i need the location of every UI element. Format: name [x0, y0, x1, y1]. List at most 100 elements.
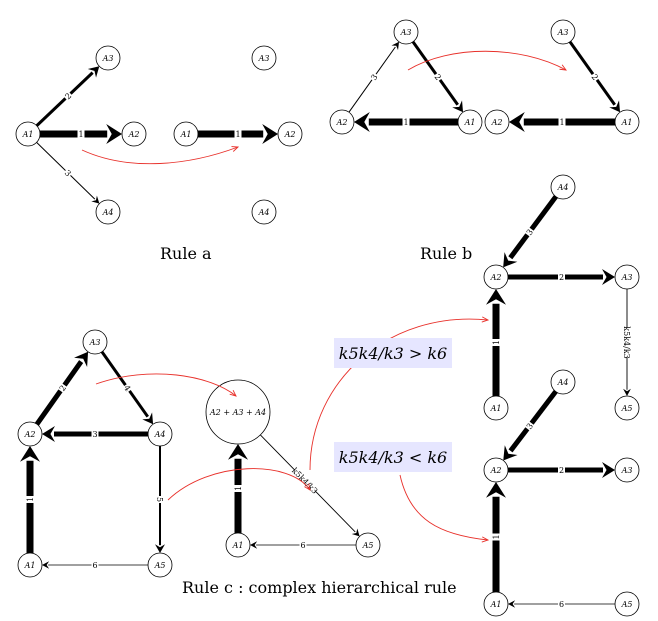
rule-c-greater-edge-a1-a2-label-bg — [491, 339, 501, 346]
rule-c-less-edge-a4-a2-label-bg — [523, 420, 536, 432]
rule-b-right-edge-a1-a2-label-bg — [558, 117, 566, 127]
rule-c-greater-edge-a3-a5-head — [623, 388, 631, 396]
rule-c-left-node-a1: A1 — [17, 552, 43, 578]
rule-c-less-edge-a2-a3-head — [602, 462, 615, 478]
rule-c-caption: Rule c : complex hierarchical rule — [182, 578, 457, 597]
rule-c-greater-edge-a1-a2: 1 — [486, 289, 506, 396]
rule-b-right-edge-a3-a1-shaft — [568, 40, 616, 106]
rule-c-greater-node-a1: A1 — [483, 395, 509, 421]
rule-c-less-edge-a2-a3-label: 2 — [558, 465, 565, 475]
rule-a-right-edge-a1-a2-label-text: 1 — [235, 130, 240, 139]
rule-b-left-edge-a3-a1-head — [452, 100, 464, 113]
rule-c-left-node-a2-label: A2 — [24, 430, 36, 439]
rule-c-greater-edge-a4-a2-label-text: 3 — [525, 228, 535, 237]
rule-c-transform-arrow-less — [399, 474, 490, 543]
rule-c-left-edge-a3-a4-label-bg — [121, 382, 134, 394]
rule-c-left-edge-a4-a5-label-bg — [155, 496, 165, 503]
rule-c-transform-arrow-greater-head — [481, 316, 490, 323]
rule-a-left-edge-a1-a3-label-bg — [62, 89, 74, 103]
rule-c-less-edge-a5-a1-label-text: 6 — [559, 600, 564, 609]
rule-c-middle-edge-lumped-a5-label: k5k4/k3 — [290, 466, 320, 496]
rule-a-left-edge-a1-a4-label: 3 — [62, 166, 74, 180]
rule-c-greater-edge-a3-a5: k5k4/k3 — [622, 289, 632, 396]
condition-less-text: k5k4/k3 < k6 — [339, 448, 447, 467]
rule-b-left-edge-a2-a3-head — [391, 41, 400, 51]
rule-c-middle-edge-a1-lumped-label: 1 — [233, 485, 243, 492]
rule-c-transform-arrow-less-path — [399, 474, 489, 541]
rule-c-less-edge-a2-a3: 2 — [508, 462, 615, 478]
rule-a-right-node-a1: A1 — [173, 121, 199, 147]
rule-c-less-node-a3-label: A3 — [621, 466, 633, 475]
rule-c-middle-node-a1-label: A1 — [232, 541, 244, 550]
rule-c-left-edge-a3-a4: 4 — [100, 350, 154, 425]
rule-c-transform-arrow-2-head — [304, 483, 311, 491]
rule-a-right-node-a3-circle — [251, 45, 277, 71]
rule-c-left-node-a2: A2 — [17, 421, 43, 447]
rule-b-left-edge-a1-a2-label-text: 1 — [403, 118, 408, 127]
rule-c-greater-edge-a4-a2-shaft — [508, 195, 558, 260]
rule-a-left-edge-a1-a4-head — [91, 195, 100, 204]
rule-c-left-edge-a3-a4-label: 4 — [121, 382, 134, 394]
rule-a-left-node-a3-label: A3 — [102, 54, 114, 63]
rule-a-left-edge-a1-a2-label-bg — [77, 129, 85, 139]
rule-a-right-node-a3-label: A3 — [258, 54, 270, 63]
rule-c-left-edge-a4-a5-label-text: 5 — [155, 497, 164, 502]
rule-c-less-edge-a5-a1-label-bg — [558, 599, 565, 609]
rule-c-greater-edge-a2-a3: 2 — [508, 269, 615, 285]
rule-a-left-node-a2: A2 — [121, 121, 147, 147]
rule-c-greater-edge-a2-a3-label-text: 2 — [559, 273, 564, 282]
rule-c-less-edge-a1-a2-head — [486, 482, 506, 498]
rule-a-left-edge-a1-a4-label-text: 3 — [63, 168, 73, 178]
rule-c-middle-node-lumped-label: A2 + A3 + A4 — [209, 408, 266, 417]
rule-c-transform-arrow-1-path — [95, 373, 237, 397]
rule-c-less-node-a1-label: A1 — [490, 600, 502, 609]
rule-b-left-node-a3: A3 — [393, 19, 419, 45]
rule-c-greater-node-a1-label: A1 — [490, 404, 502, 413]
rule-b-right-node-a3: A3 — [550, 19, 576, 45]
rule-c-middle-edge-lumped-a5-label-bg — [290, 466, 320, 495]
condition-greater-box — [334, 338, 452, 368]
rule-b-left-edge-a1-a2-head — [354, 112, 370, 132]
rule-a-left-edge-a1-a4-label-bg — [62, 166, 74, 180]
rule-b-left-edge-a2-a3: 3 — [348, 41, 400, 113]
rule-c-transform-arrow-1 — [95, 373, 237, 397]
rule-c-middle-node-a1: A1 — [225, 532, 251, 558]
rule-c-greater-node-a2: A2 — [483, 264, 509, 290]
rule-b-right-edge-a3-a1-label-bg — [588, 71, 602, 83]
rule-b-left-edge-a3-a1-label: 2 — [431, 71, 445, 83]
rule-c-left-node-a3-label: A3 — [89, 338, 101, 347]
rule-a-left-node-a4: A4 — [95, 199, 121, 225]
rule-c-greater-edge-a2-a3-label-bg — [558, 272, 565, 282]
rule-c-greater-node-a4: A4 — [550, 174, 576, 200]
rule-c-less-node-a4-circle — [550, 369, 576, 395]
rule-c-greater-edge-a4-a2-label: 3 — [523, 226, 536, 238]
rule-c-middle-node-lumped: A2 + A3 + A4 — [205, 379, 271, 445]
rule-c-left-edge-a4-a5: 5 — [155, 446, 165, 553]
rule-b-right-edge-a3-a1-label: 2 — [588, 71, 602, 83]
rule-c-greater-edge-a2-a3-label: 2 — [558, 272, 565, 282]
rule-b-right-edge-a1-a2-label: 1 — [558, 117, 566, 127]
rule-c-greater-edge-a3-a5-label: k5k4/k3 — [622, 326, 632, 359]
rule-c-middle-edge-a1-lumped: 1 — [228, 444, 248, 533]
rule-c-less-edge-a1-a2: 1 — [486, 482, 506, 592]
rule-c-less-node-a4-label: A4 — [557, 378, 569, 387]
rule-c-left-edge-a4-a2-label-text: 3 — [92, 430, 97, 439]
rule-c-left-node-a4: A4 — [147, 421, 173, 447]
rule-c-left-edge-a5-a1-label-text: 6 — [92, 561, 97, 570]
rule-c-left-node-a1-label: A1 — [24, 561, 36, 570]
rule-c-left-edge-a5-a1-label: 6 — [91, 560, 99, 570]
rule-b-left-node-a2: A2 — [329, 109, 355, 135]
rule-b-left-edge-a3-a1: 2 — [411, 40, 464, 113]
rule-c-greater-node-a3: A3 — [614, 264, 640, 290]
rule-c-left-edge-a5-a1: 6 — [42, 560, 148, 570]
rule-a-left-node-a2-label: A2 — [128, 130, 140, 139]
rule-c-middle-node-a5: A5 — [355, 532, 381, 558]
rule-c-middle-edge-a1-lumped-label-bg — [233, 485, 243, 492]
condition-greater-text: k5k4/k3 > k6 — [339, 344, 447, 363]
rule-a-right-node-a2: A2 — [277, 121, 303, 147]
rule-c-greater-node-a5: A5 — [614, 395, 640, 421]
rule-b-left-edge-a1-a2-label: 1 — [402, 117, 410, 127]
rule-c-less-node-a4: A4 — [550, 369, 576, 395]
rule-c-left-edge-a4-a2-label-bg — [91, 429, 99, 439]
